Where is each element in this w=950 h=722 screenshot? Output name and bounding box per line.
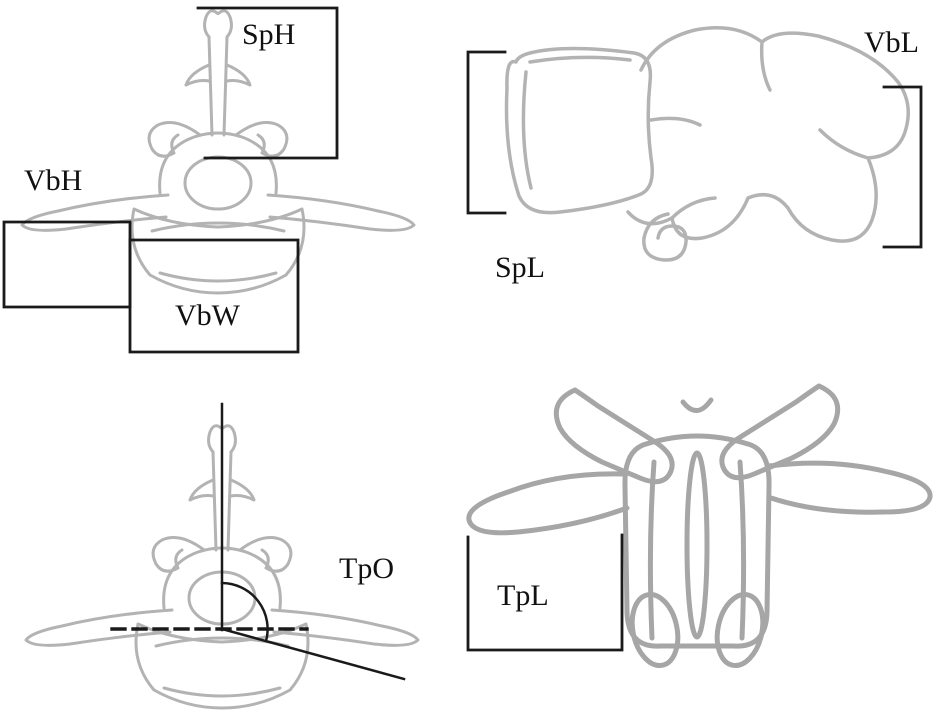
spl-measure-bracket bbox=[466, 50, 507, 215]
vbw-label: VbW bbox=[175, 299, 240, 332]
vbl-label: VbL bbox=[864, 26, 919, 59]
vbl-measure-bracket bbox=[882, 85, 923, 249]
vertebra-cranial-view-drawing bbox=[20, 9, 416, 295]
tpo-angle-arc bbox=[220, 581, 269, 643]
sph-label: SpH bbox=[242, 18, 296, 51]
sph-measure-bracket bbox=[196, 6, 339, 160]
tpl-measure-bracket bbox=[466, 533, 624, 652]
tpo-oblique-line bbox=[220, 627, 406, 681]
tpl-label: TpL bbox=[497, 579, 549, 612]
vertebra-lateral-view-drawing bbox=[504, 26, 910, 262]
vbh-measure-box bbox=[2, 220, 132, 309]
vertebra-dorsal-view-drawing bbox=[466, 383, 933, 669]
vbw-measure-box bbox=[128, 238, 300, 354]
spl-label: SpL bbox=[495, 251, 546, 284]
tpo-label: TpO bbox=[339, 552, 394, 585]
vbh-label: VbH bbox=[24, 164, 83, 197]
